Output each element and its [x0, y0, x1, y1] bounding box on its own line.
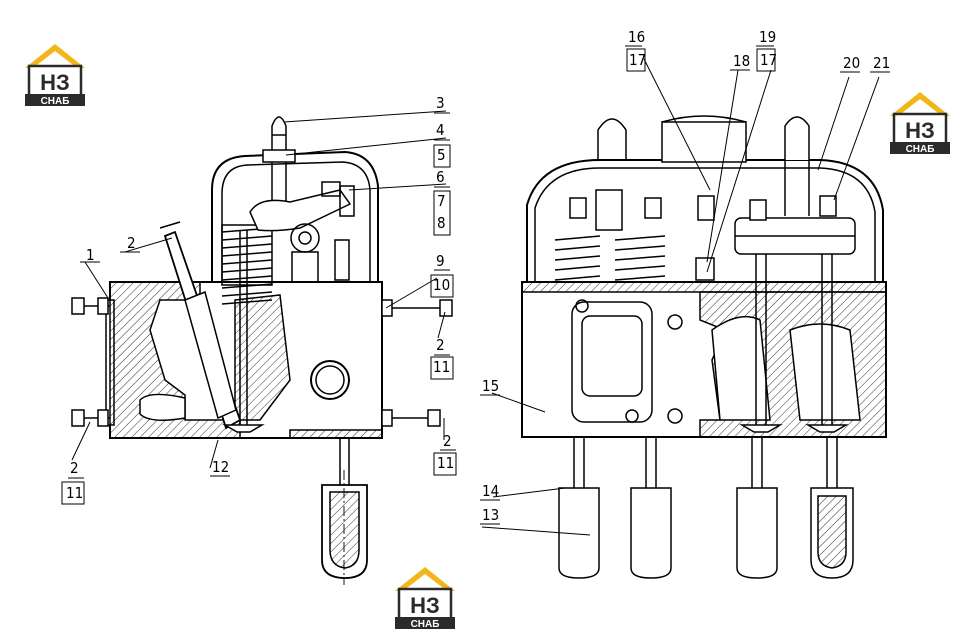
callout-17: 17	[629, 51, 646, 69]
callout-10: 10	[433, 276, 450, 294]
callout-1: 1	[86, 246, 95, 264]
callout-21: 21	[873, 54, 890, 72]
callout-16: 16	[628, 28, 645, 46]
tappet-assembly	[321, 438, 368, 585]
brand-logo-bottom: НЗ СНАБ	[393, 565, 457, 631]
valve-stems-front	[739, 254, 849, 433]
callout-8: 8	[437, 214, 446, 232]
callout-labels: 1 2 3 4 5 6 7 8 9 10 2 11 2 11 2 11 12 1…	[66, 28, 890, 524]
callout-17: 17	[760, 51, 777, 69]
logo-subtext: СНАБ	[906, 144, 935, 155]
leader-lines	[71, 58, 880, 536]
callout-19: 19	[759, 28, 776, 46]
logo-text: НЗ	[410, 593, 440, 618]
brand-logo-top-left: НЗ СНАБ	[23, 42, 87, 108]
callout-11: 11	[433, 358, 450, 376]
callout-11: 11	[66, 484, 83, 502]
logo-text: НЗ	[905, 118, 935, 143]
callout-14: 14	[482, 482, 499, 500]
callout-9: 9	[436, 252, 445, 270]
logo-text: НЗ	[40, 70, 70, 95]
front-view	[521, 115, 887, 579]
side-view	[71, 116, 453, 585]
callout-3: 3	[436, 94, 445, 112]
callout-11: 11	[437, 454, 454, 472]
callout-6: 6	[436, 168, 445, 186]
callout-12: 12	[212, 458, 229, 476]
callout-18: 18	[733, 52, 750, 70]
rocker-arm	[249, 181, 355, 283]
logo-subtext: СНАБ	[411, 619, 440, 630]
rocker-bracket	[734, 116, 856, 255]
callout-2: 2	[127, 234, 136, 252]
callout-2: 2	[443, 432, 452, 450]
callout-7: 7	[437, 192, 446, 210]
callout-2: 2	[436, 336, 445, 354]
logo-subtext: СНАБ	[41, 96, 70, 107]
brand-logo-right: НЗ СНАБ	[888, 90, 952, 156]
callout-15: 15	[482, 377, 499, 395]
tappets-front	[558, 437, 854, 579]
valve-springs-front	[554, 189, 715, 281]
callout-frames	[61, 45, 890, 525]
callout-13: 13	[482, 506, 499, 524]
callout-4: 4	[436, 121, 445, 139]
callout-2: 2	[70, 459, 79, 477]
callout-5: 5	[437, 146, 446, 164]
callout-20: 20	[843, 54, 860, 72]
